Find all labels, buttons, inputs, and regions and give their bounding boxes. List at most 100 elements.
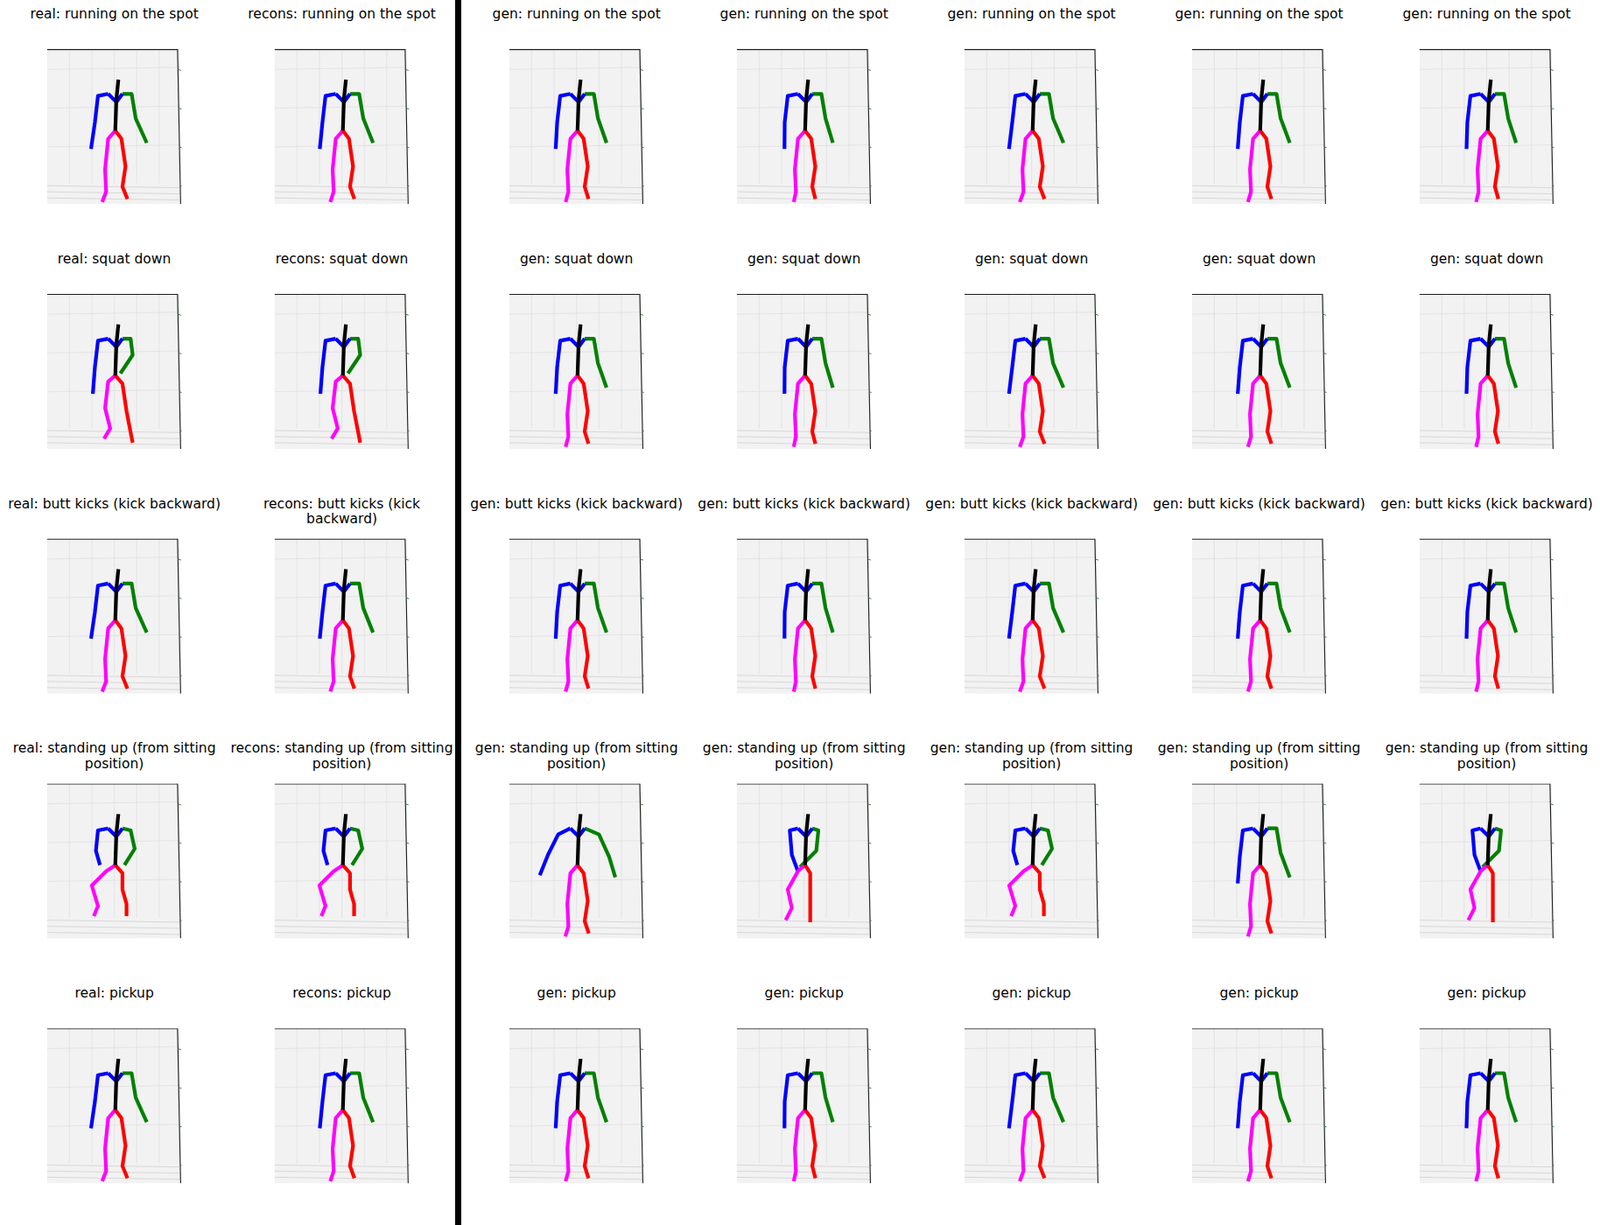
- floor-line: [736, 675, 871, 678]
- grid-line: [781, 539, 783, 674]
- skeleton-bone: [1032, 620, 1046, 689]
- grid-line: [781, 1028, 783, 1164]
- skeleton-panel: [509, 539, 646, 695]
- grid-line: [47, 67, 181, 70]
- grid-line: [736, 841, 871, 843]
- skeleton-bone: [329, 1109, 343, 1182]
- floor-line: [1419, 926, 1553, 929]
- skeleton-bone: [1475, 130, 1488, 203]
- axis-tick: [641, 147, 645, 148]
- panel-title: gen: standing up (from sitting position): [465, 741, 688, 773]
- floor-line: [274, 687, 408, 690]
- skeleton-bone: [805, 814, 808, 865]
- grid-line: [509, 1124, 643, 1127]
- axis-tick: [869, 881, 872, 883]
- floor-line: [964, 442, 1098, 445]
- skeleton-bone: [329, 620, 343, 693]
- skeleton-bone: [331, 375, 344, 439]
- skeleton-bone: [1009, 93, 1026, 149]
- axis-tick: [1095, 842, 1099, 844]
- grid-line: [848, 783, 850, 919]
- skeleton-bone: [1260, 1059, 1264, 1110]
- axis-tick: [642, 675, 646, 677]
- floor-line: [1192, 681, 1326, 684]
- skeleton-panel: [736, 783, 874, 939]
- grid-line: [91, 783, 92, 919]
- grid-line: [736, 557, 871, 560]
- grid-line: [1192, 801, 1326, 804]
- skeleton-bone: [1267, 828, 1291, 878]
- axis-tick: [1324, 637, 1327, 639]
- panel-title: gen: running on the spot: [465, 7, 688, 23]
- skeleton-bone: [1009, 1073, 1026, 1129]
- panel-title: gen: pickup: [1148, 986, 1371, 1003]
- grid-line: [1235, 1028, 1237, 1164]
- skeleton-bone: [91, 93, 109, 149]
- axis-tick: [1095, 108, 1099, 110]
- axis-line: [1094, 294, 1098, 450]
- axis-line: [736, 49, 868, 50]
- grid-line: [554, 1028, 555, 1164]
- axis-tick: [1550, 69, 1553, 71]
- skeleton-bone: [785, 865, 806, 921]
- floor-line: [47, 681, 181, 684]
- skeleton-bone: [115, 1059, 119, 1110]
- axis-tick: [406, 1087, 409, 1089]
- skeleton-panel: [1192, 294, 1329, 450]
- skeleton-bone: [343, 569, 346, 621]
- floor-line: [1419, 1171, 1553, 1173]
- skeleton-bone: [812, 93, 834, 143]
- skeleton-panel: [509, 1028, 646, 1184]
- grid-line: [274, 389, 408, 392]
- skeleton-panel: [1419, 1028, 1557, 1184]
- grid-line: [848, 49, 850, 184]
- floor-line: [1192, 430, 1326, 433]
- grid-line: [318, 1028, 320, 1164]
- floor-line: [736, 185, 871, 188]
- skeleton-bone: [323, 828, 337, 866]
- skeleton-bone: [805, 1109, 816, 1179]
- skeleton-panel: [274, 1028, 412, 1184]
- floor-line: [964, 933, 1098, 935]
- grid-line: [620, 783, 622, 919]
- grid-line: [736, 350, 871, 353]
- axis-tick: [406, 842, 409, 844]
- axis-line: [177, 294, 181, 450]
- skeleton-bone: [793, 375, 806, 448]
- panel-title: gen: pickup: [465, 986, 688, 1003]
- skeleton-bone: [1494, 1073, 1516, 1123]
- grid-line: [620, 1028, 622, 1164]
- panel-title: gen: running on the spot: [1148, 7, 1371, 23]
- grid-line: [1192, 350, 1326, 353]
- grid-line: [509, 389, 643, 392]
- axis-tick: [180, 920, 183, 922]
- grid-line: [1303, 49, 1305, 184]
- skeleton-panel: [274, 294, 412, 450]
- panel-title: gen: running on the spot: [1375, 7, 1599, 23]
- axis-line: [1550, 1028, 1553, 1184]
- axis-line: [1094, 49, 1098, 204]
- axes-background: [47, 1028, 181, 1184]
- panel-title: real: butt kicks (kick backward): [3, 497, 226, 513]
- skeleton-bone: [115, 375, 134, 443]
- grid-line: [1530, 783, 1532, 919]
- skeleton-bone: [1487, 1059, 1491, 1110]
- axis-tick: [178, 352, 182, 354]
- grid-line: [47, 879, 181, 882]
- grid-line: [964, 557, 1098, 560]
- floor-line: [509, 430, 643, 433]
- axes-background: [1419, 539, 1553, 695]
- axis-line: [274, 539, 406, 541]
- axis-tick: [1551, 147, 1555, 148]
- skeleton-bone: [805, 1059, 808, 1110]
- grid-line: [1419, 350, 1553, 353]
- floor-line: [1192, 687, 1326, 690]
- grid-line: [1508, 783, 1510, 919]
- axis-tick: [1550, 1049, 1553, 1051]
- skeleton-bone: [565, 130, 578, 203]
- skeleton-bone: [793, 1109, 806, 1182]
- skeleton-bone: [1009, 865, 1033, 917]
- grid-line: [1463, 1028, 1465, 1164]
- panel-title: gen: standing up (from sitting position): [1148, 741, 1371, 773]
